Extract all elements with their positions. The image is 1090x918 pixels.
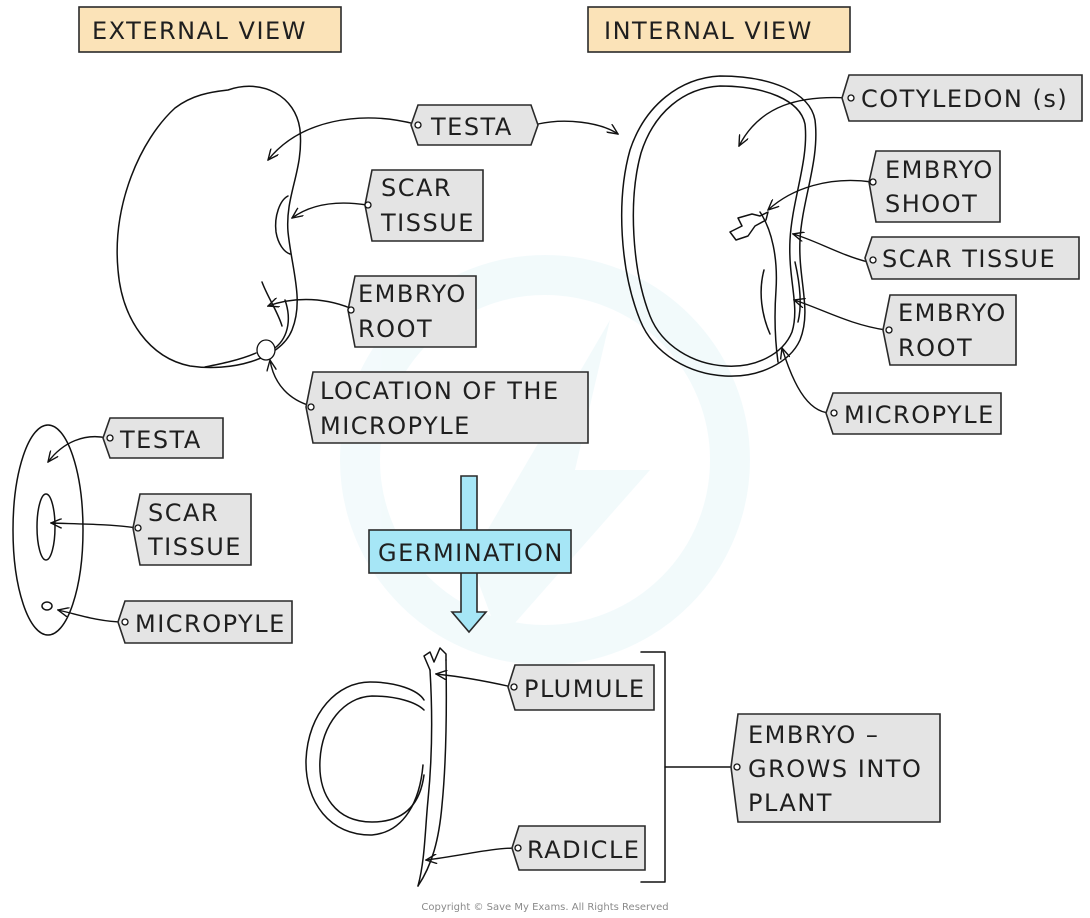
svg-text:TISSUE: TISSUE [380,209,475,237]
svg-text:PLANT: PLANT [748,789,833,817]
svg-text:MICROPYLE: MICROPYLE [135,610,286,638]
label-plumule: PLUMULE [507,664,655,711]
side-view-seed-drawing [12,424,84,636]
svg-text:ROOT: ROOT [898,334,973,362]
label-embryo-grows-into-plant: EMBRYO – GROWS INTO PLANT [730,713,941,823]
svg-text:EMBRYO: EMBRYO [898,299,1007,327]
label-embryo-root-internal: EMBRYO ROOT [882,294,1017,366]
germinated-seed-drawing [305,647,448,887]
svg-text:EMBRYO –: EMBRYO – [748,721,879,749]
external-seed-drawing [116,85,302,369]
label-embryo-shoot: EMBRYO SHOOT [868,150,1001,223]
internal-seed-drawing [621,75,817,377]
svg-text:MICROPYLE: MICROPYLE [844,401,995,429]
svg-text:SCAR: SCAR [148,499,219,527]
svg-text:SHOOT: SHOOT [885,190,978,218]
label-micropyle-side: MICROPYLE [117,600,293,644]
label-scar-tissue-side: SCAR TISSUE [132,493,252,566]
svg-text:SCAR TISSUE: SCAR TISSUE [882,245,1056,273]
svg-text:SCAR: SCAR [381,174,452,202]
title-internal-view: INTERNAL VIEW [587,6,851,53]
label-testa: TESTA [410,104,539,146]
label-location-of-micropyle: LOCATION OF THE MICROPYLE [305,371,589,444]
svg-text:GERMINATION: GERMINATION [378,539,564,567]
svg-text:ROOT: ROOT [358,315,433,343]
copyright-notice: Copyright © Save My Exams. All Rights Re… [421,902,668,913]
svg-text:EMBRYO: EMBRYO [885,156,994,184]
title-external-view: EXTERNAL VIEW [78,6,342,53]
label-scar-tissue-external: SCAR TISSUE [364,169,484,242]
svg-text:GROWS INTO: GROWS INTO [748,755,922,783]
leader-arrows [48,96,887,860]
svg-text:TESTA: TESTA [430,113,513,141]
label-embryo-root-external: EMBRYO ROOT [347,275,477,348]
svg-text:MICROPYLE: MICROPYLE [320,412,471,440]
svg-text:EXTERNAL VIEW: EXTERNAL VIEW [92,17,307,45]
svg-text:PLUMULE: PLUMULE [524,675,646,703]
svg-text:TESTA: TESTA [119,426,202,454]
label-testa-side: TESTA [102,417,224,459]
label-scar-tissue-internal: SCAR TISSUE [864,236,1080,280]
embryo-bracket [640,651,739,883]
svg-text:INTERNAL VIEW: INTERNAL VIEW [604,17,813,45]
svg-text:TISSUE: TISSUE [147,533,242,561]
svg-text:LOCATION OF THE: LOCATION OF THE [320,377,560,405]
svg-text:EMBRYO: EMBRYO [358,280,467,308]
label-germination: GERMINATION [368,529,572,574]
label-radicle: RADICLE [511,825,646,871]
svg-text:COTYLEDON (s): COTYLEDON (s) [861,85,1068,113]
label-micropyle-internal: MICROPYLE [825,392,1002,435]
svg-text:RADICLE: RADICLE [527,836,640,864]
label-cotyledons: COTYLEDON (s) [841,74,1083,122]
